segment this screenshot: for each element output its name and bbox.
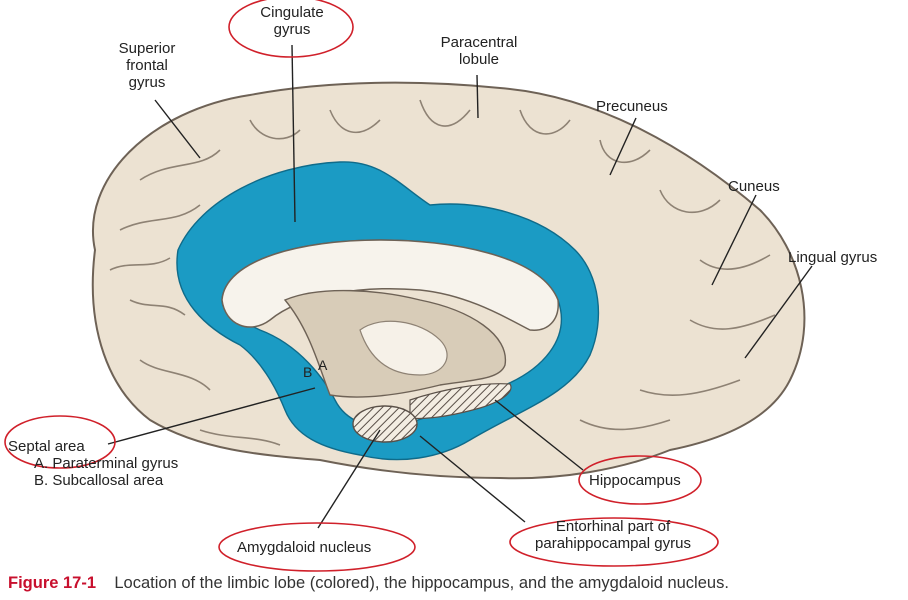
corpus-callosum bbox=[221, 239, 559, 331]
label-hippocampus: Hippocampus bbox=[589, 472, 681, 489]
label-amygdaloid-nucleus: Amygdaloid nucleus bbox=[237, 539, 372, 556]
figure-number: Figure 17-1 bbox=[8, 574, 97, 592]
label-precuneus: Precuneus bbox=[596, 98, 668, 115]
figure-caption: Figure 17-1 Location of the limbic lobe … bbox=[8, 574, 729, 593]
caption-text: Location of the limbic lobe (colored), t… bbox=[114, 574, 729, 592]
label-cuneus: Cuneus bbox=[728, 178, 780, 195]
pointer-lines bbox=[107, 44, 813, 529]
label-lingual-gyrus: Lingual gyrus bbox=[788, 249, 878, 266]
highlight-rings bbox=[4, 0, 719, 572]
letter-b: B bbox=[303, 364, 313, 380]
amygdaloid-region bbox=[352, 405, 418, 443]
label-septal-area: Septal area A. Paraterminal gyrus B. Sub… bbox=[8, 438, 179, 489]
hippocampus-region bbox=[409, 383, 512, 420]
gyral-folds bbox=[109, 99, 776, 446]
letter-a: A bbox=[318, 357, 328, 373]
